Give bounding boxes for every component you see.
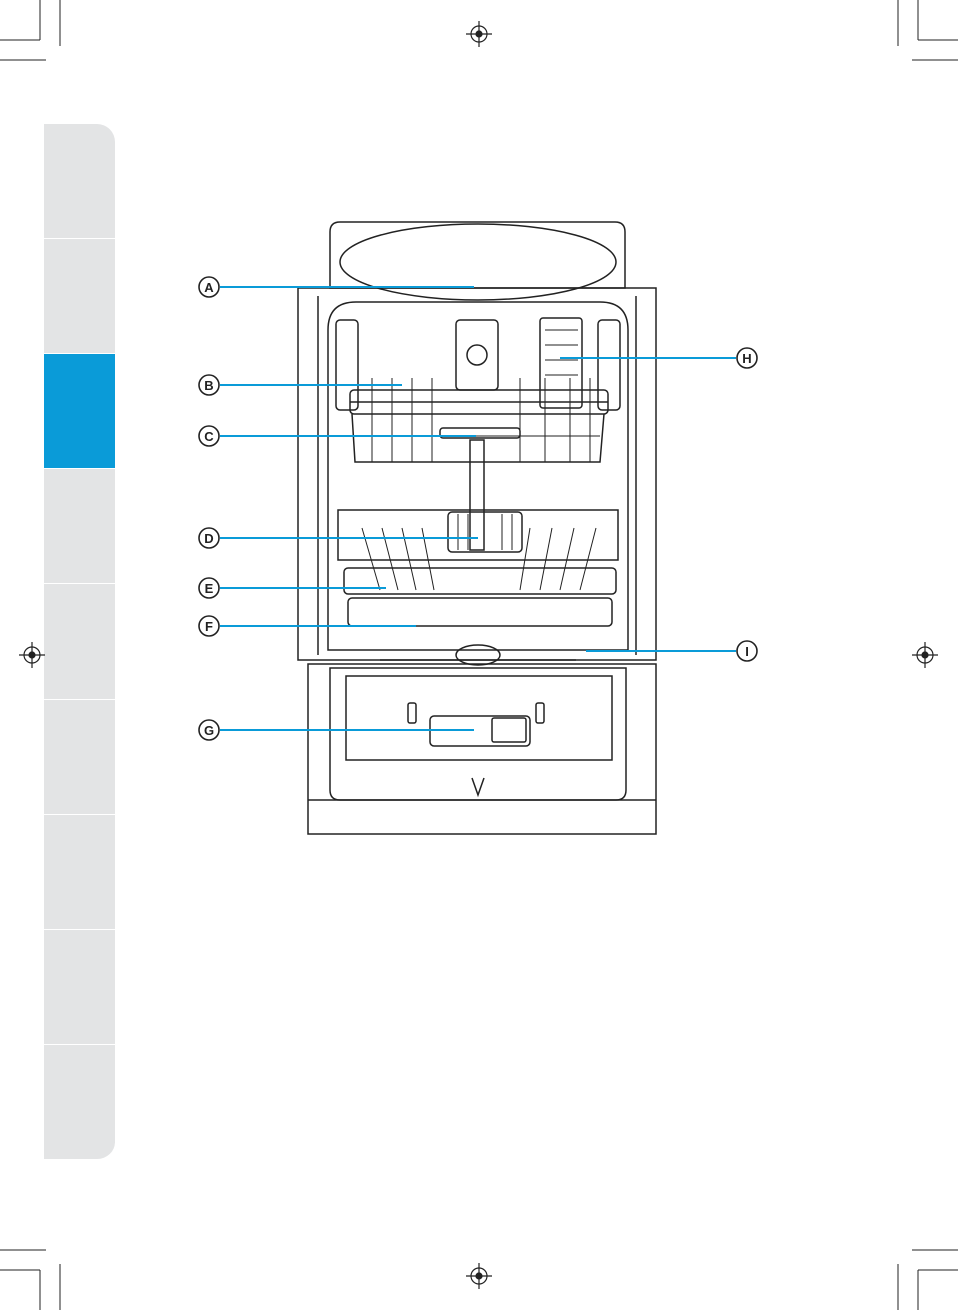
callout-h: H <box>737 348 757 368</box>
registration-mark-left <box>19 642 45 668</box>
callout-d: D <box>199 528 219 548</box>
dishwasher-illustration <box>298 222 656 834</box>
callout-label-b: B <box>204 378 213 393</box>
callout-label-d: D <box>204 531 213 546</box>
registration-mark-right <box>912 642 938 668</box>
callout-label-a: A <box>204 280 214 295</box>
registration-mark-bottom <box>466 1263 492 1289</box>
callout-a: A <box>199 277 219 297</box>
callout-c: C <box>199 426 219 446</box>
callout-f: F <box>199 616 219 636</box>
callout-label-c: C <box>204 429 214 444</box>
callout-e: E <box>199 578 219 598</box>
callout-label-i: I <box>745 644 749 659</box>
callout-label-h: H <box>742 351 751 366</box>
callout-i: I <box>737 641 757 661</box>
registration-mark-top <box>466 21 492 47</box>
callout-label-g: G <box>204 723 214 738</box>
callout-label-e: E <box>205 581 214 596</box>
callout-b: B <box>199 375 219 395</box>
callout-g: G <box>199 720 219 740</box>
callout-label-f: F <box>205 619 213 634</box>
